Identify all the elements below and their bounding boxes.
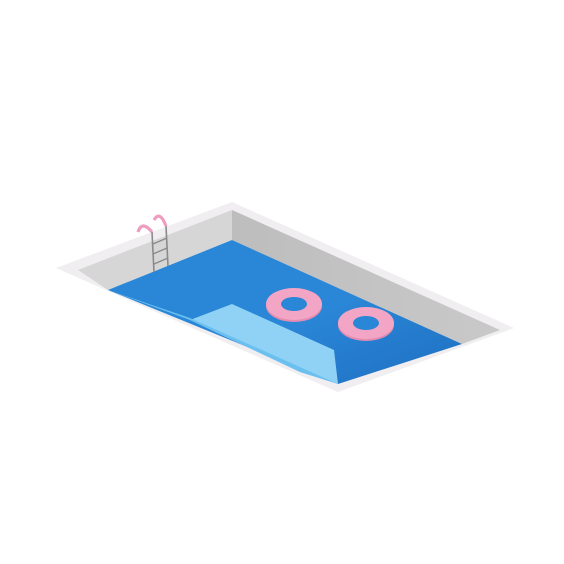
pool-shallow-edge: [108, 290, 338, 384]
swim-ring-left: [266, 288, 322, 322]
pool-shallow-step: [190, 304, 338, 384]
pool-ladder: [136, 214, 169, 273]
pool-wall-back: [232, 210, 500, 344]
pool-wall-left: [78, 210, 232, 290]
swim-ring-right: [338, 307, 394, 341]
